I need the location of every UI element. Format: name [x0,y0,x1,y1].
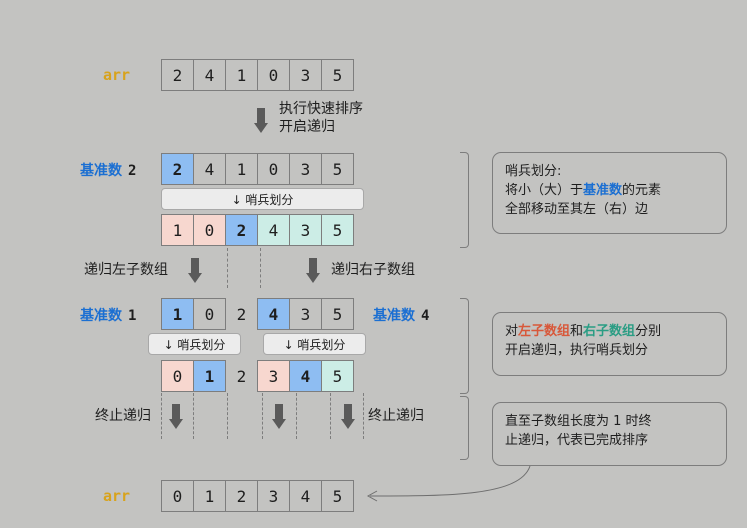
right-cell: 5 [321,214,354,246]
right-cell: 5 [321,360,354,392]
pivot-cell: 2 [161,153,194,185]
pivot-cell: 2 [225,214,258,246]
left-cell: 1 [161,214,194,246]
array-cell: 0 [257,153,290,185]
pivot-cell: 1 [193,360,226,392]
terminate-label-left: 终止递归 [95,408,151,424]
divider [161,393,162,439]
arr-label-top: arr [103,66,131,84]
divider [330,393,331,439]
array-cell: 5 [321,59,354,91]
pivot-cell: 4 [257,298,290,330]
pivot-cell: 1 [161,298,194,330]
array-cell: 4 [289,480,322,512]
recurse-right-label: 递归右子数组 [331,262,415,278]
array-cell: 5 [321,153,354,185]
divider [363,393,364,439]
array-cell: 1 [225,153,258,185]
down-arrow-icon [169,404,183,429]
quick-sort-label: 执行快速排序 [279,101,363,117]
partition-badge-top: ↓ 哨兵划分 [161,188,364,210]
right-cell: 4 [257,214,290,246]
terminate-label-right: 终止递归 [368,408,424,424]
divider [262,393,263,439]
right-cell: 3 [289,214,322,246]
down-arrow-icon [188,258,202,283]
initial-array: 2 4 1 0 3 5 [161,59,354,91]
divider [260,248,261,288]
partitioned-array: 1 0 2 4 3 5 [161,214,354,246]
note-recurse-line1: 对左子数组和右子数组分别 [505,324,662,339]
array-cell: 3 [289,59,322,91]
down-arrow-icon [254,108,268,133]
array-cell: 3 [257,480,290,512]
array-cell: 0 [257,59,290,91]
note-recurse-line2: 开启递归，执行哨兵划分 [505,343,649,358]
array-cell: 1 [193,480,226,512]
level2-array: 1 0 2 4 3 5 [161,298,354,330]
down-arrow-icon [272,404,286,429]
down-arrow-icon [341,404,355,429]
note-recurse: 对左子数组和右子数组分别 开启递归，执行哨兵划分 [492,312,727,376]
array-cell: 0 [161,480,194,512]
array-cell: 5 [321,298,354,330]
array-cell: 4 [193,59,226,91]
array-cell: 0 [193,298,226,330]
divider [296,393,297,439]
note-terminate-line2: 止递归，代表已完成排序 [505,433,649,448]
left-cell: 0 [161,360,194,392]
note-terminate-line1: 直至子数组长度为 1 时终 [505,414,652,429]
array-cell: 5 [321,480,354,512]
left-cell: 0 [193,214,226,246]
note-partition-line2: 将小（大）于基准数的元素 [505,183,662,198]
partition-badge-right: ↓ 哨兵划分 [263,333,366,355]
down-arrow-icon [306,258,320,283]
array-cell: 3 [289,298,322,330]
array-cell: 2 [225,480,258,512]
brace-partition [460,152,469,248]
array-cell: 4 [193,153,226,185]
array-cell: 1 [225,59,258,91]
pivot-array: 2 4 1 0 3 5 [161,153,354,185]
recurse-start-label: 开启递归 [279,119,335,135]
note-terminate: 直至子数组长度为 1 时终 止递归，代表已完成排序 [492,402,727,466]
divider [193,393,194,439]
partition-badge-left: ↓ 哨兵划分 [148,333,241,355]
note-partition-title: 哨兵划分: [505,164,562,179]
note-partition-line3: 全部移动至其左（右）边 [505,202,649,217]
brace-terminate [460,396,469,460]
array-cell: 2 [236,304,247,324]
connector-arrow-icon [366,465,531,502]
divider [227,393,228,439]
brace-recurse [460,298,469,394]
recurse-left-label: 递归左子数组 [84,262,168,278]
pivot-cell: 4 [289,360,322,392]
final-array: 0 1 2 3 4 5 [161,480,354,512]
array-cell: 2 [236,366,247,386]
array-cell: 3 [289,153,322,185]
left-cell: 3 [257,360,290,392]
array-cell: 2 [161,59,194,91]
arr-label-bottom: arr [103,487,131,505]
divider [227,248,228,288]
level2-result: 0 1 2 3 4 5 [161,360,354,392]
note-partition: 哨兵划分: 将小（大）于基准数的元素 全部移动至其左（右）边 [492,152,727,234]
